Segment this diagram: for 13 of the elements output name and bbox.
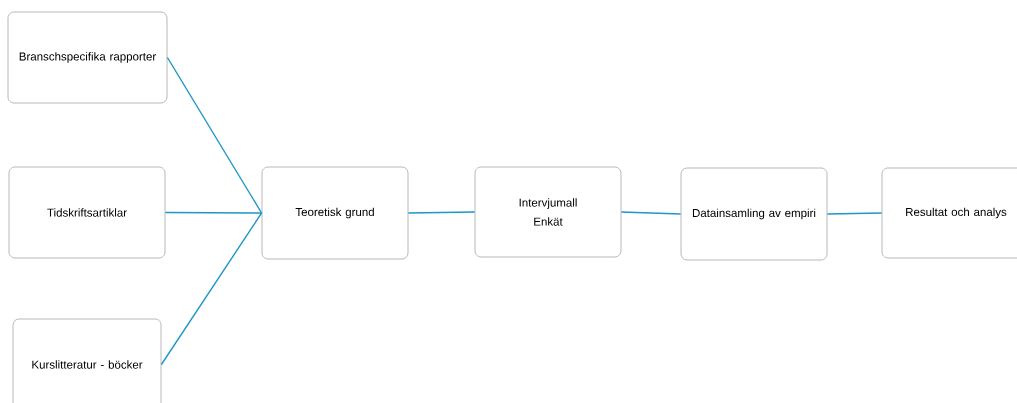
process-box: Intervjumall Enkät: [474, 166, 622, 258]
connector-line: [160, 212, 263, 366]
process-box: Resultat och analys: [881, 167, 1017, 259]
process-box: Datainsamling av empiri: [680, 167, 828, 261]
process-box: Teoretisk grund: [261, 166, 409, 260]
process-box: Kurslitteratur - böcker: [12, 318, 162, 403]
connector-line: [407, 211, 476, 214]
connector-line: [620, 211, 682, 215]
connector-line: [166, 56, 263, 214]
connector-line: [826, 212, 883, 215]
process-box: Tidskriftsartiklar: [8, 166, 166, 259]
connector-line: [164, 211, 263, 214]
process-box: Branschspecifika rapporter: [7, 11, 168, 104]
